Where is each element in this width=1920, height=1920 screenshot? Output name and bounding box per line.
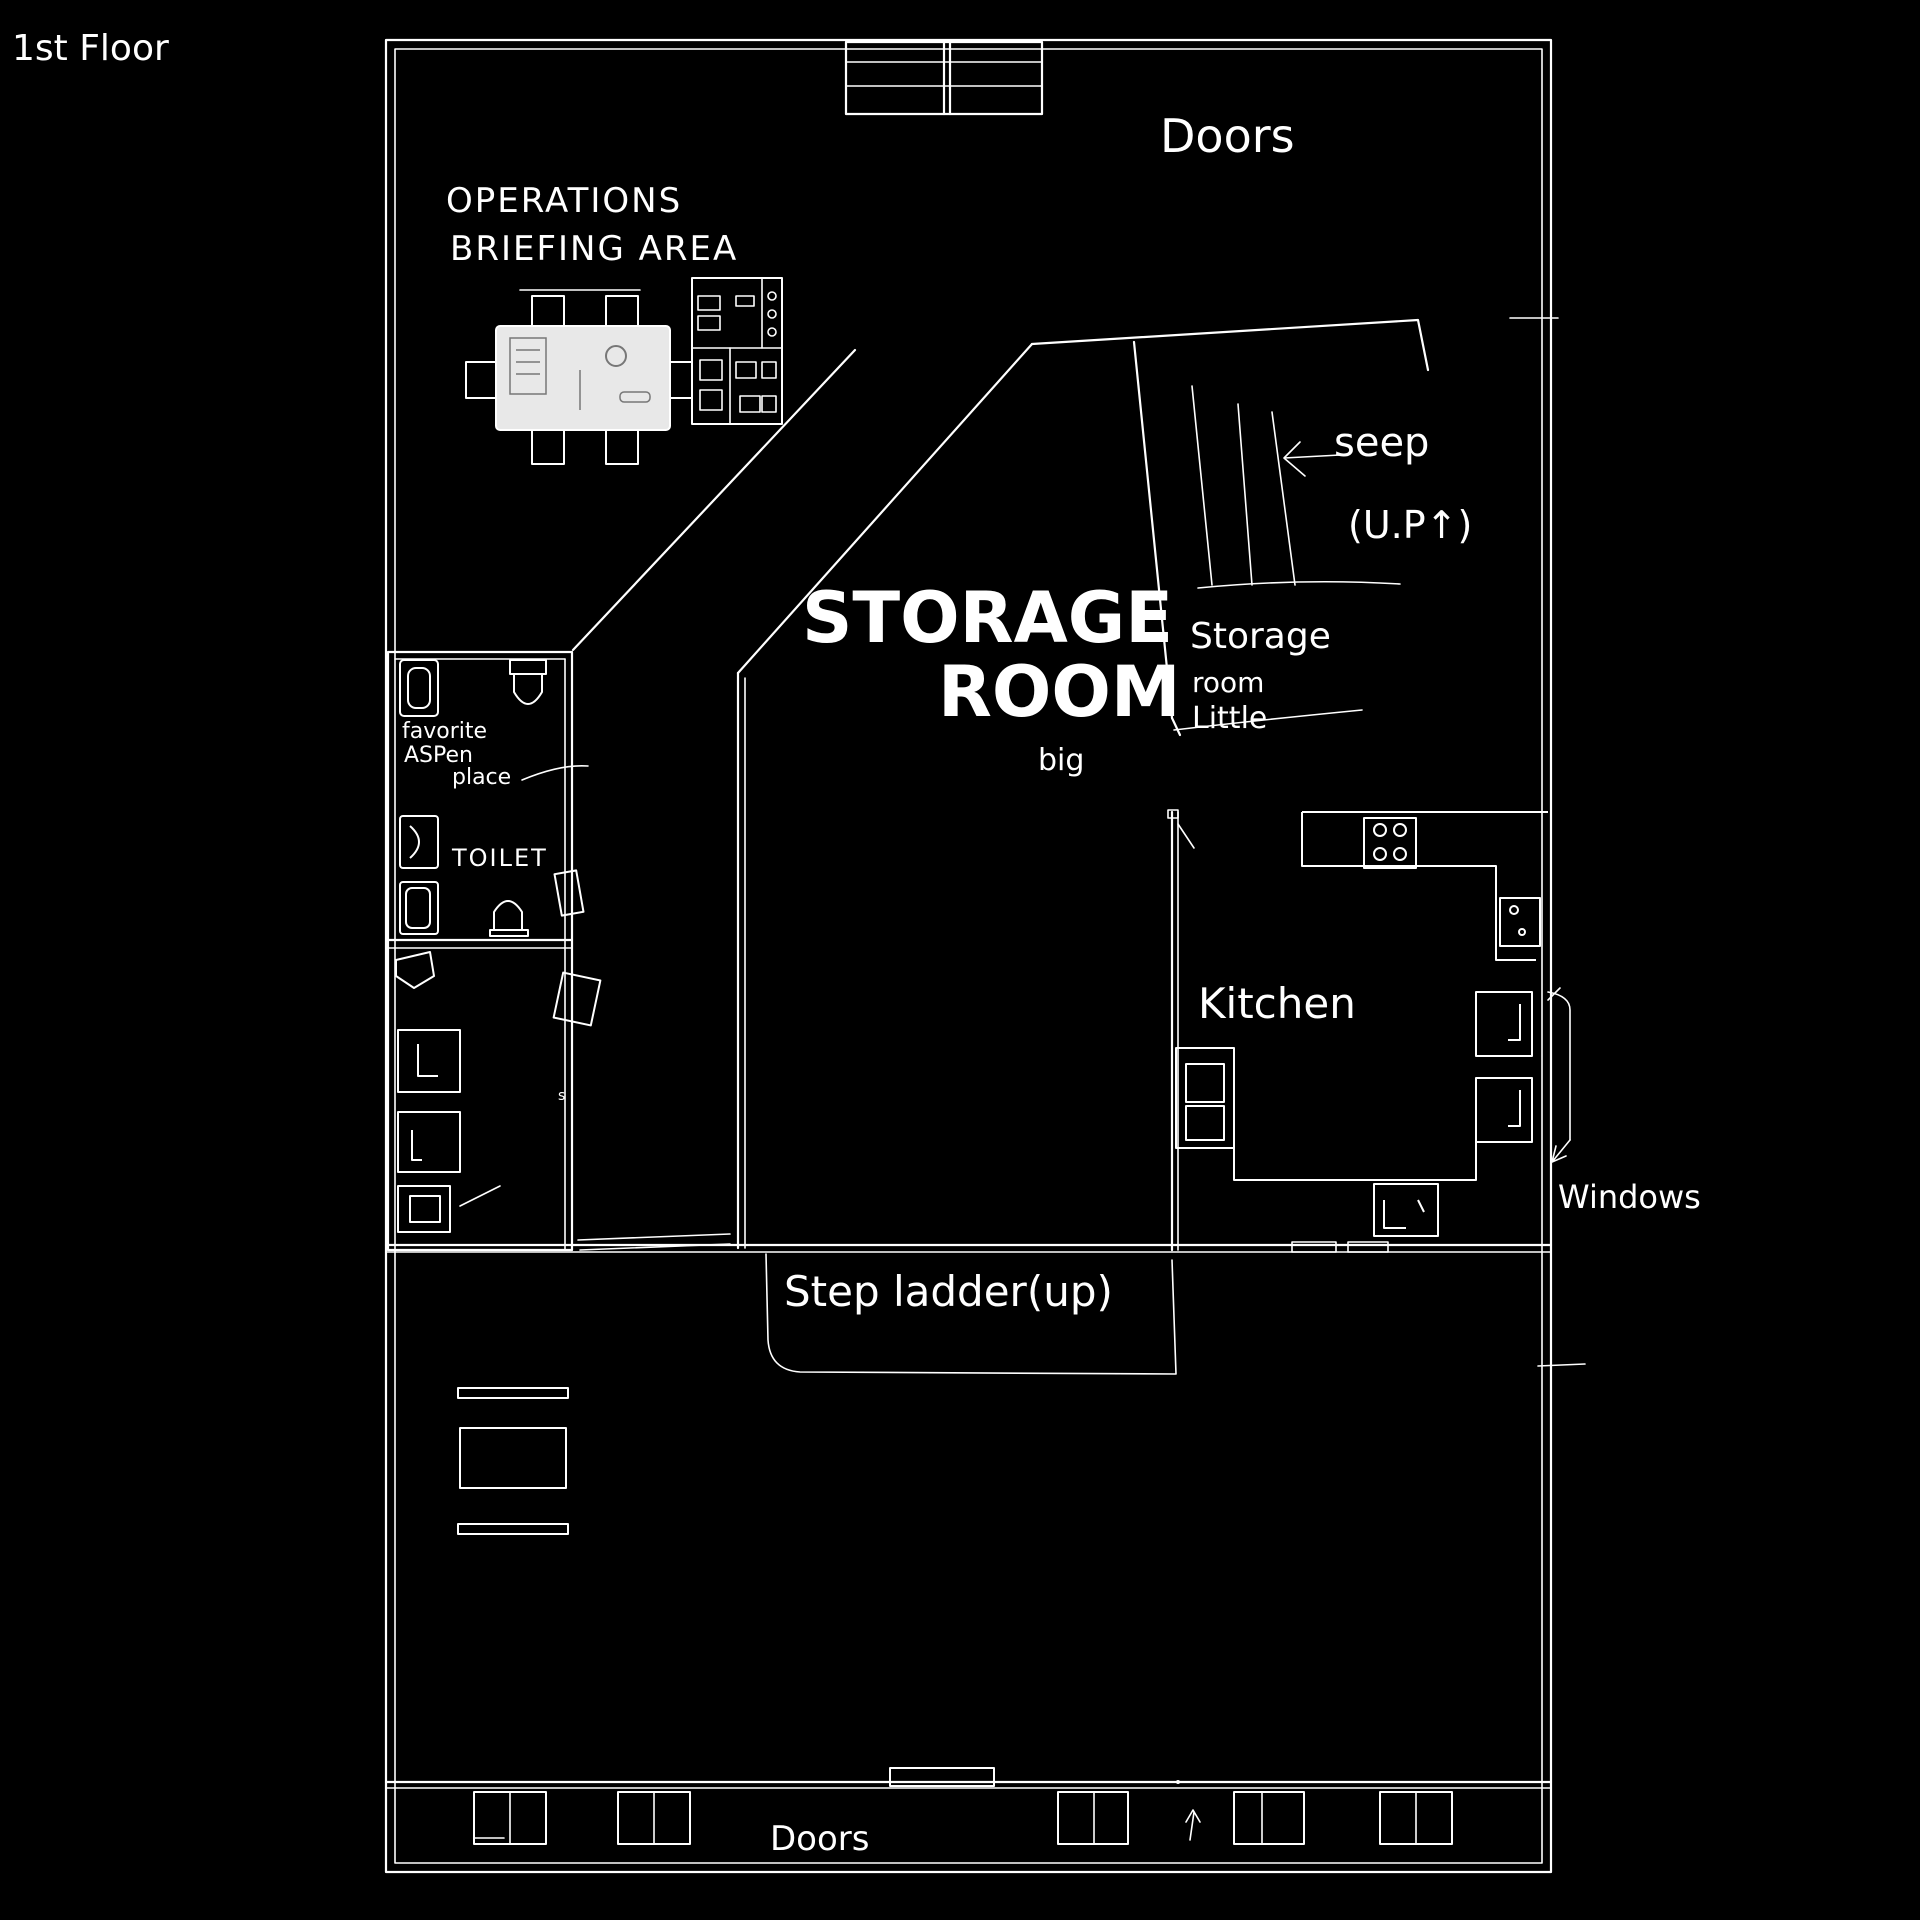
bathroom-block: s [386,650,602,1252]
bottom-doors [384,1767,1553,1845]
favorite-line2: ASPen [404,743,473,768]
lower-hall-furniture [457,1387,569,1535]
top-door [844,40,1044,116]
outer-walls [384,38,1553,1874]
storage-little-line3: Little [1192,701,1267,736]
wall-ticks [1509,317,1586,1367]
kitchen-label: Kitchen [1198,979,1356,1028]
doors-top-label: Doors [1160,109,1295,163]
briefing-area-label: BRIEFING AREA [450,229,738,269]
floor-label: 1st Floor [12,28,169,69]
kitchen [1167,809,1571,1252]
storage-big-line1: STORAGE [802,577,1173,659]
doors-bottom-label: Doors [770,1819,869,1859]
svg-text:s: s [558,1088,565,1104]
storage-little-line2: room [1192,666,1264,699]
storage-big-line2: ROOM [938,651,1181,733]
operations-label: OPERATIONS [446,181,682,221]
steps-area [1030,318,1430,737]
storage-little-line1: Storage [1190,616,1331,657]
step-ladder-label: Step ladder(up) [784,1267,1113,1316]
storage-big-note: big [1038,743,1084,778]
step-ladder [765,1253,1177,1375]
middle-wall [384,1233,1553,1253]
steps-up-label: (U.P↑) [1348,503,1472,547]
toilet-label: TOILET [451,844,548,872]
windows-label: Windows [1558,1178,1701,1216]
corridor-walls [571,342,1034,1250]
favorite-line1: favorite [402,719,487,744]
briefing-table [465,277,783,465]
steps-label: seep [1334,420,1429,466]
favorite-line3: place [452,765,511,790]
